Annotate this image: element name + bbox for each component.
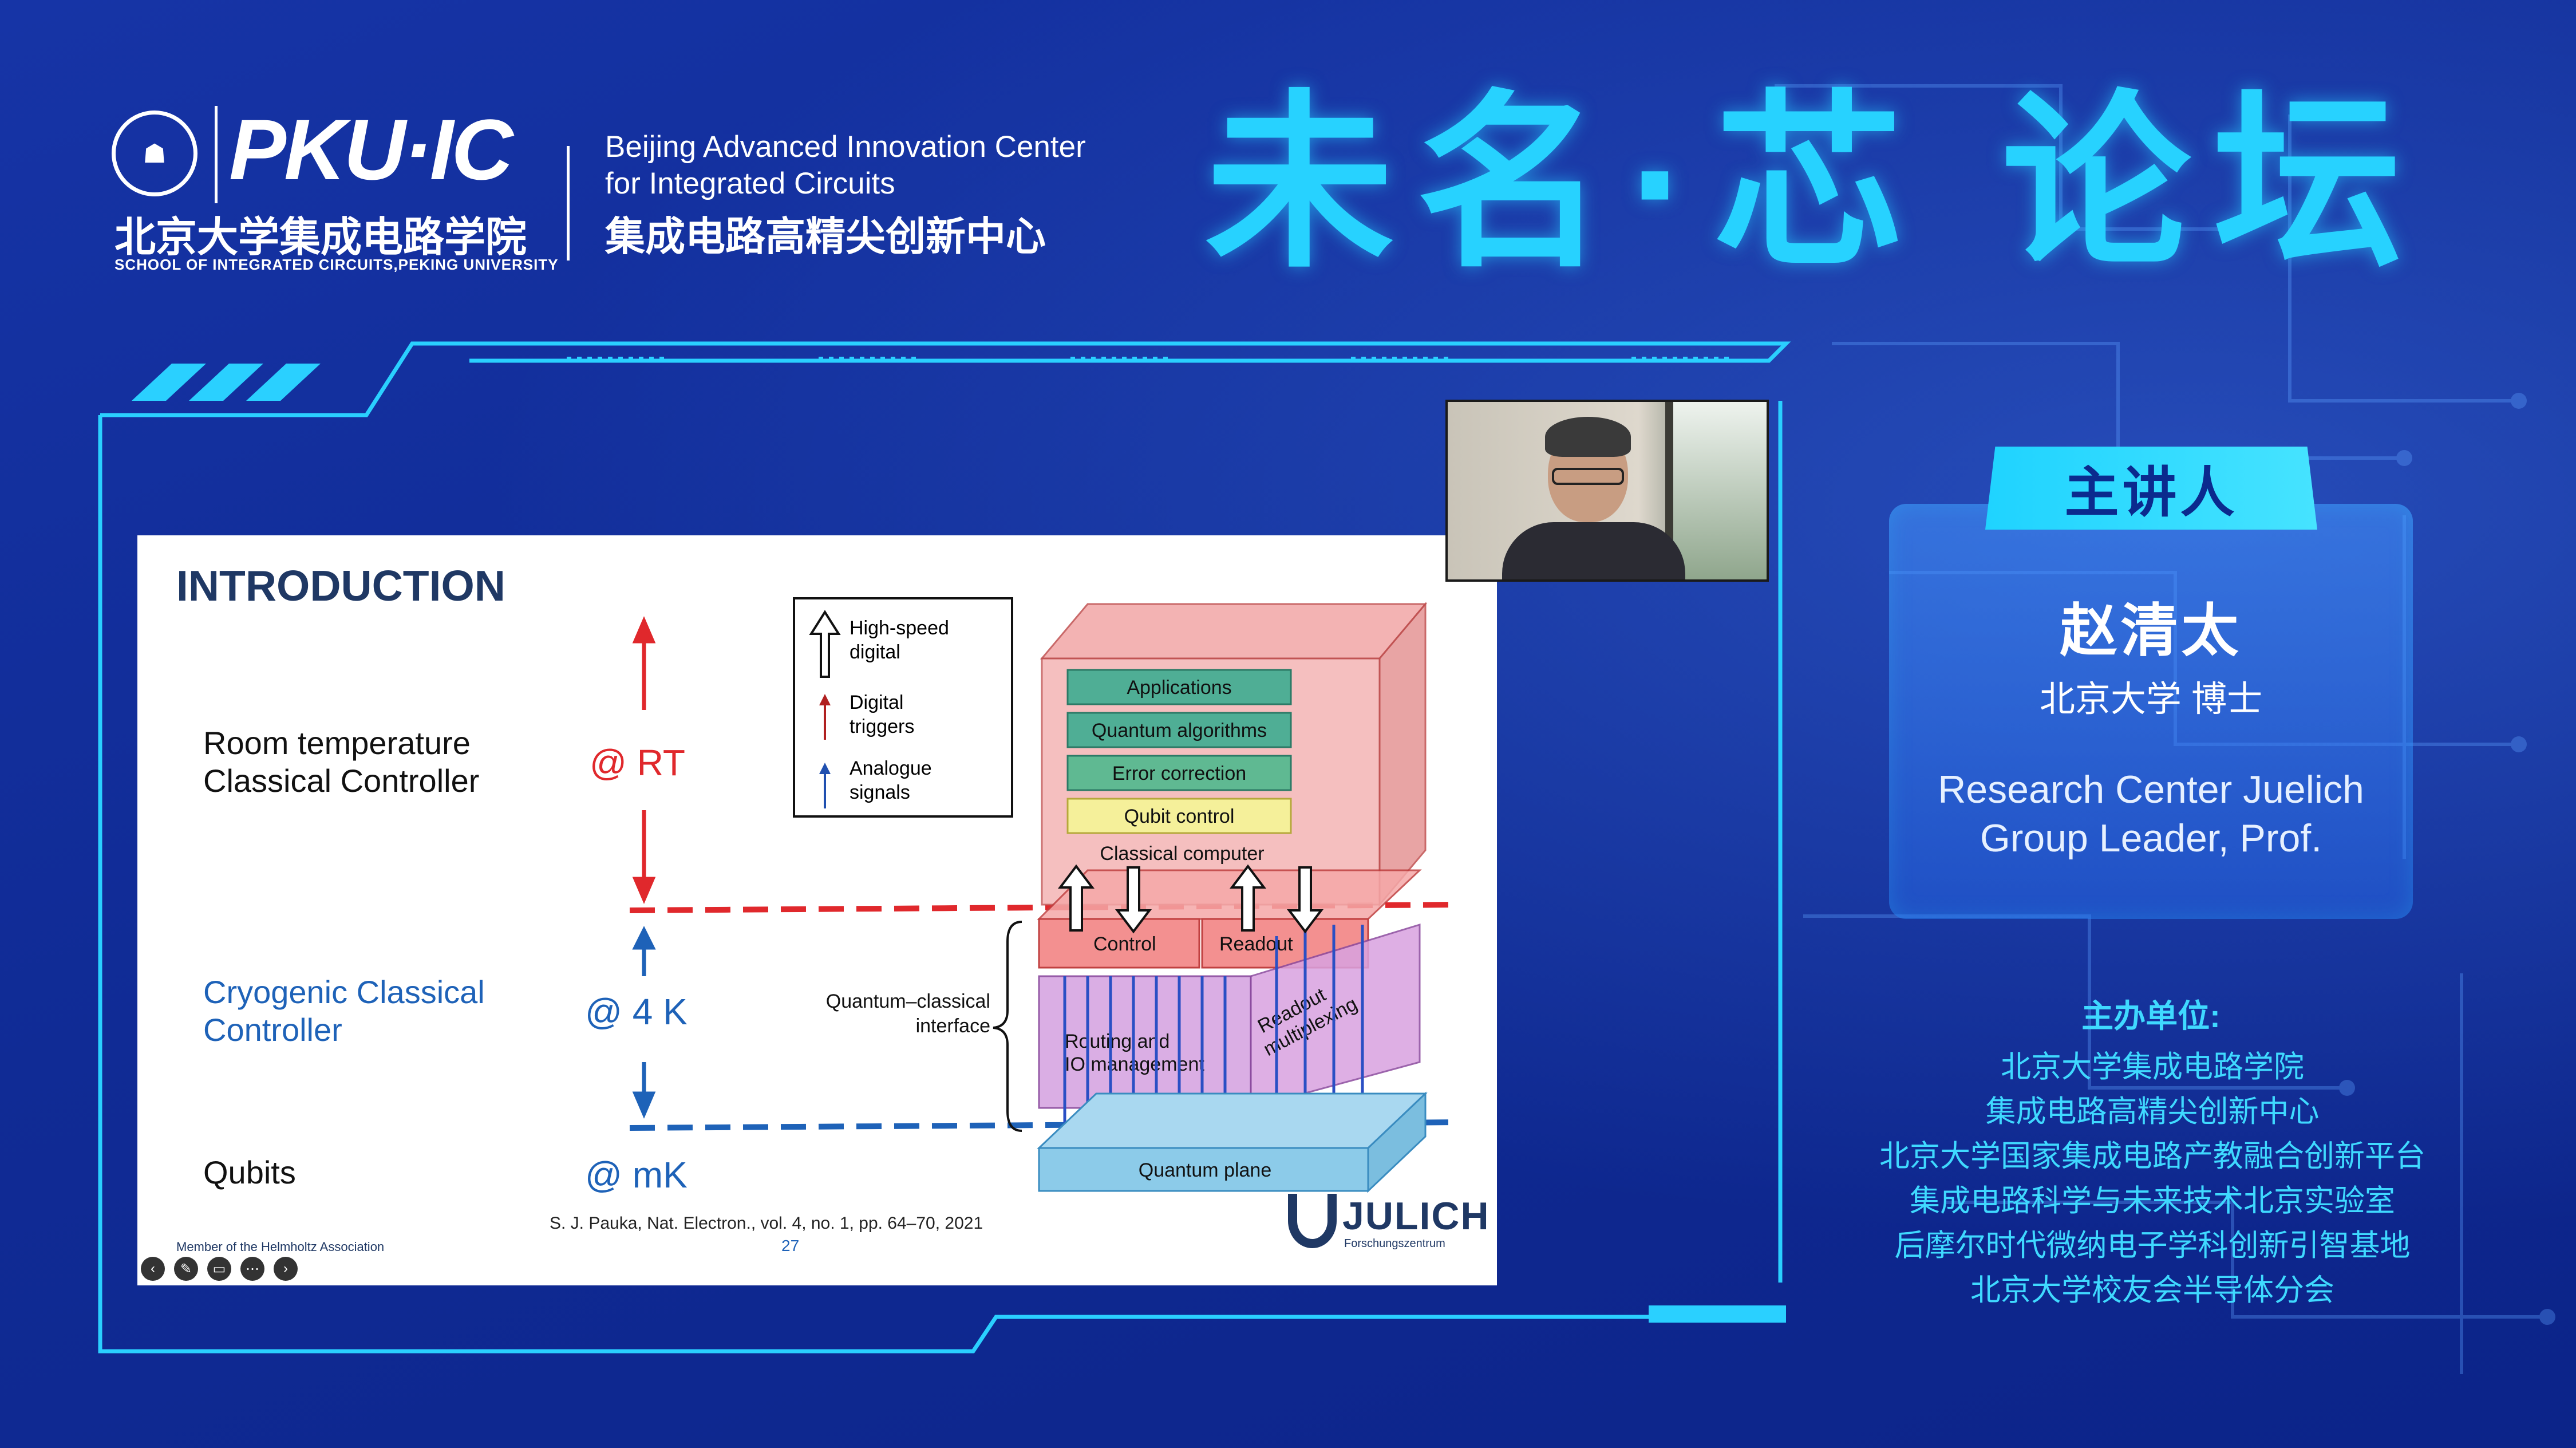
routing-line1: Routing and (1065, 1031, 1170, 1052)
speaker-degree: 北京大学 博士 (2039, 680, 2263, 719)
speaker-body (1502, 522, 1685, 579)
legend-analogue-2: signals (850, 782, 910, 803)
center-name-en-line1: Beijing Advanced Innovation Center (605, 130, 1086, 164)
school-name-cn: 北京大学集成电路学院 (114, 215, 527, 261)
camera-window-background (1671, 402, 1767, 579)
legend-analogue-1: Analogue (850, 757, 932, 779)
slide-title: INTRODUCTION (176, 562, 505, 610)
interface-line1: Quantum–classical (826, 991, 990, 1012)
host-item: 集成电路科学与未来技术北京实验室 (1910, 1184, 2395, 1218)
presentation-slide: INTRODUCTION Room temperature Classical … (137, 535, 1497, 1285)
legend-high-speed-1: High-speed (850, 617, 949, 639)
pku-ic-logo: PKU·IC (229, 101, 513, 198)
pku-seal-icon: ☗ (112, 111, 197, 196)
slide-page-number: 27 (781, 1237, 800, 1254)
diagram-legend: High-speed digital Digital triggers Anal… (793, 597, 1013, 818)
helmholtz-member-note: Member of the Helmholtz Association (176, 1240, 385, 1254)
speaker-tag-text: 主讲人 (2064, 463, 2238, 523)
qubits-label: Qubits (203, 1154, 296, 1190)
forum-title: 未名·芯 论坛 (1205, 77, 2425, 289)
hosts-list: 北京大学集成电路学院 集成电路高精尖创新中心 北京大学国家集成电路产教融合创新平… (1849, 1045, 2456, 1313)
pen-icon[interactable]: ✎ (174, 1257, 198, 1281)
julich-mark-icon (1288, 1194, 1337, 1248)
temp-4k: @ 4 K (585, 991, 688, 1032)
layer-classical-computer: Classical computer (1100, 843, 1264, 865)
layer-error-correction: Error correction (1112, 763, 1246, 784)
control-block: Control (1093, 933, 1156, 955)
temp-rt: @ RT (590, 742, 685, 783)
rt-label-line1: Room temperature (203, 725, 471, 761)
speaker-name: 赵清太 (2060, 599, 2242, 663)
cryo-label-line1: Cryogenic Classical (203, 974, 485, 1010)
school-name-en: SCHOOL OF INTEGRATED CIRCUITS,PEKING UNI… (114, 256, 559, 273)
hosts-title: 主办单位: (2081, 998, 2221, 1034)
presentation-toolbar: ‹ ✎ ▭ ⋯ › (137, 1257, 298, 1285)
temp-mk: @ mK (585, 1154, 688, 1196)
legend-high-speed-2: digital (850, 641, 900, 663)
host-item: 后摩尔时代微纳电子学科创新引智基地 (1894, 1229, 2411, 1262)
speaker-affiliation-2: Group Leader, Prof. (1980, 816, 2322, 860)
center-name-cn: 集成电路高精尖创新中心 (605, 214, 1046, 259)
speaker-tag: 主讲人 (1985, 447, 2317, 530)
cryo-label-line2: Controller (203, 1012, 342, 1048)
host-item: 北京大学校友会半导体分会 (1970, 1273, 2334, 1307)
julich-logo-text: JULICH (1342, 1194, 1490, 1238)
interface-line2: interface (916, 1015, 990, 1037)
legend-digital-1: Digital (850, 692, 904, 713)
readout-block: Readout (1219, 933, 1293, 955)
rt-controller-label: Room temperature Classical Controller (203, 724, 479, 800)
speaker-info-panel: 赵清太 北京大学 博士 Research Center Juelich Grou… (1889, 504, 2413, 919)
logo-area: ☗ PKU·IC 北京大学集成电路学院 SCHOOL OF INTEGRATED… (112, 101, 1113, 278)
host-item: 北京大学国家集成电路产教融合创新平台 (1879, 1139, 2425, 1173)
rt-label-line2: Classical Controller (203, 763, 480, 799)
logo-divider (215, 106, 218, 203)
julich-logo-subtext: Forschungszentrum (1344, 1237, 1445, 1250)
speaker-glasses (1552, 468, 1624, 485)
layer-quantum-algorithms: Quantum algorithms (1092, 720, 1267, 741)
previous-slide-icon[interactable]: ‹ (141, 1257, 165, 1281)
speaker-affiliation-1: Research Center Juelich (1938, 768, 2364, 811)
logo-separator (567, 146, 570, 261)
legend-digital-2: triggers (850, 716, 915, 737)
slide-citation: S. J. Pauka, Nat. Electron., vol. 4, no.… (550, 1214, 983, 1233)
architecture-diagram: Applications Quantum algorithms Error co… (629, 601, 1460, 1193)
center-name-en: Beijing Advanced Innovation Center for I… (605, 129, 1086, 202)
quantum-plane: Quantum plane (1139, 1159, 1272, 1181)
host-item: 北京大学集成电路学院 (2001, 1050, 2304, 1084)
captions-icon[interactable]: ▭ (207, 1257, 231, 1281)
layer-qubit-control: Qubit control (1124, 806, 1235, 827)
host-item: 集成电路高精尖创新中心 (1985, 1095, 2320, 1129)
center-name-en-line2: for Integrated Circuits (605, 167, 895, 200)
speaker-hair (1545, 417, 1631, 457)
speaker-video-feed (1445, 400, 1769, 582)
more-options-icon[interactable]: ⋯ (240, 1257, 264, 1281)
layer-applications: Applications (1127, 677, 1231, 699)
julich-logo: JULICH Forschungszentrum (1282, 1194, 1490, 1257)
next-slide-icon[interactable]: › (274, 1257, 298, 1281)
cryo-controller-label: Cryogenic Classical Controller (203, 973, 485, 1049)
